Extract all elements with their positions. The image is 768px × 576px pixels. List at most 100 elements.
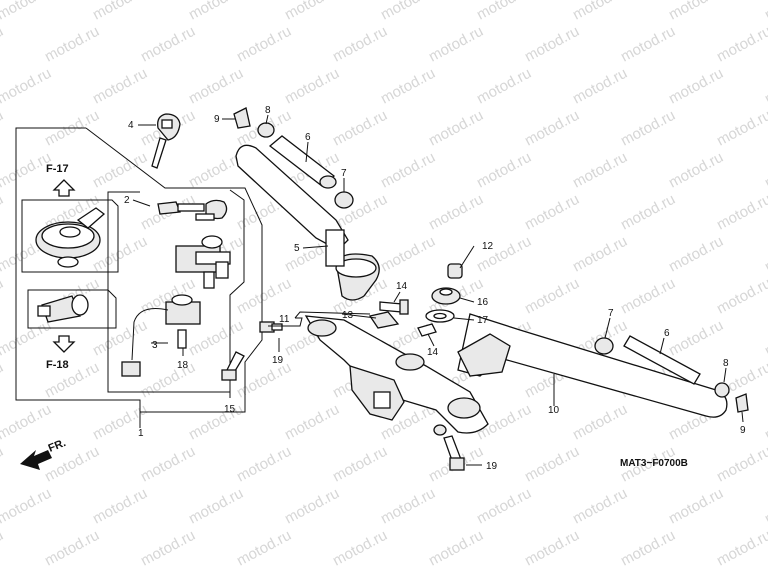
callout-17: 17	[477, 315, 489, 326]
watermark-text: motod.ru	[0, 485, 54, 528]
callout-11: 11	[279, 314, 290, 325]
watermark-text: motod.ru	[522, 275, 582, 318]
watermark-text: motod.ru	[42, 23, 102, 66]
watermark-text: motod.ru	[0, 107, 6, 150]
cap-part-12	[447, 263, 463, 279]
callout-19-left: 19	[272, 355, 284, 366]
watermark-text: motod.ru	[186, 0, 246, 24]
watermark-text: motod.ru	[0, 527, 6, 570]
seat-lock	[27, 289, 117, 329]
watermark-text: motod.ru	[474, 149, 534, 192]
watermark-text: motod.ru	[282, 65, 342, 108]
watermark-text: motod.ru	[378, 0, 438, 24]
bar-end-weight-part-6-top	[268, 135, 337, 189]
watermark-text: motod.ru	[714, 107, 768, 150]
callout-3: 3	[152, 340, 158, 351]
watermark-text: motod.ru	[522, 107, 582, 150]
watermark-text: motod.ru	[762, 233, 768, 276]
callout-4: 4	[128, 120, 134, 131]
watermark-text: motod.ru	[618, 191, 678, 234]
callout-6-top: 6	[305, 132, 311, 143]
watermark-text: motod.ru	[570, 401, 630, 444]
watermark-text: motod.ru	[378, 485, 438, 528]
watermark-text: motod.ru	[282, 0, 342, 24]
watermark-text: motod.ru	[378, 149, 438, 192]
callout-2: 2	[124, 195, 130, 206]
leader-lines	[132, 114, 744, 466]
watermark-text: motod.ru	[186, 485, 246, 528]
watermark-text: motod.ru	[138, 527, 198, 570]
watermark-text: motod.ru	[714, 527, 768, 570]
callout-8-top: 8	[265, 105, 271, 116]
watermark-text: motod.ru	[90, 317, 150, 360]
watermark-text: motod.ru	[90, 65, 150, 108]
watermark-text: motod.ru	[426, 23, 486, 66]
watermark-text: motod.ru	[0, 23, 6, 66]
watermark-text: motod.ru	[570, 485, 630, 528]
callout-7-top: 7	[341, 168, 347, 179]
ignition-keys-part-2	[157, 199, 228, 221]
watermark-text: motod.ru	[378, 65, 438, 108]
watermark-text: motod.ru	[570, 149, 630, 192]
watermark-text: motod.ru	[714, 191, 768, 234]
watermark-text: motod.ru	[138, 23, 198, 66]
watermark-text: motod.ru	[666, 0, 726, 24]
callout-5: 5	[294, 243, 300, 254]
diagram-code: MAT3−F0700B	[620, 458, 688, 469]
collar-part-7-top	[334, 191, 354, 209]
watermark-text: motod.ru	[234, 527, 294, 570]
watermark-text: motod.ru	[474, 485, 534, 528]
watermark-text: motod.ru	[234, 443, 294, 486]
watermark-text: motod.ru	[570, 0, 630, 24]
callout-18: 18	[177, 360, 189, 371]
watermark-text: motod.ru	[666, 65, 726, 108]
watermark-text: motod.ru	[138, 443, 198, 486]
watermark-text: motod.ru	[42, 527, 102, 570]
watermark-text: motod.ru	[618, 23, 678, 66]
watermark-text: motod.ru	[714, 275, 768, 318]
callout-8-right: 8	[723, 358, 729, 369]
watermark-text: motod.ru	[330, 443, 390, 486]
callout-9-top: 9	[214, 114, 220, 125]
watermark-text: motod.ru	[330, 107, 390, 150]
ref-f18-label: F-18	[46, 359, 69, 371]
screw-part-9-top	[233, 107, 251, 129]
watermark-text: motod.ru	[570, 233, 630, 276]
watermark-text: motod.ru	[474, 233, 534, 276]
watermark-text: motod.ru	[0, 0, 54, 24]
watermark-text: motod.ru	[0, 65, 54, 108]
bolt-part-11-19	[259, 321, 283, 333]
watermark-text: motod.ru	[426, 191, 486, 234]
watermark-text: motod.ru	[234, 359, 294, 402]
watermark-text: motod.ru	[762, 317, 768, 360]
watermark-text: motod.ru	[426, 527, 486, 570]
watermark-text: motod.ru	[378, 233, 438, 276]
watermark-text: motod.ru	[570, 65, 630, 108]
watermark-text: motod.ru	[666, 485, 726, 528]
switch-harness-part-3	[121, 294, 201, 377]
watermark-text: motod.ru	[714, 443, 768, 486]
ignition-switch	[175, 235, 231, 289]
watermark-text: motod.ru	[762, 0, 768, 24]
watermark-text: motod.ru	[330, 23, 390, 66]
callout-13: 13	[342, 310, 354, 321]
watermark-text: motod.ru	[90, 485, 150, 528]
watermark-text: motod.ru	[522, 527, 582, 570]
watermark-text: motod.ru	[0, 317, 54, 360]
collar-part-7-right	[594, 337, 614, 355]
watermark-text: motod.ru	[618, 275, 678, 318]
watermark-text: motod.ru	[138, 359, 198, 402]
callout-10: 10	[548, 405, 560, 416]
bolt-part-14-top	[379, 299, 409, 315]
watermark-text: motod.ru	[186, 401, 246, 444]
right-handlebar-part-10	[457, 313, 728, 418]
watermark-text: motod.ru	[0, 275, 6, 318]
callout-14-mid: 14	[427, 347, 439, 358]
watermark-text: motod.ru	[426, 107, 486, 150]
watermark-text: motod.ru	[0, 359, 6, 402]
left-handlebar-part-5	[235, 144, 380, 301]
bar-end-weight-part-6-right	[623, 335, 701, 385]
watermark-text: motod.ru	[522, 191, 582, 234]
